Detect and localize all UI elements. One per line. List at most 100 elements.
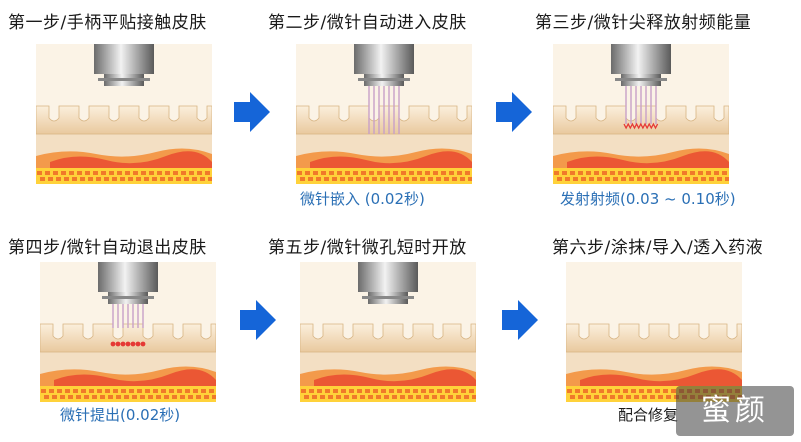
handpiece-body (358, 262, 418, 292)
cell-dot (189, 171, 194, 175)
cell-dot (152, 177, 157, 181)
cell-dot (53, 171, 58, 175)
cell-dot (607, 389, 612, 393)
cell-dot (420, 177, 425, 181)
cell-dot (84, 395, 89, 399)
cell-dot (626, 171, 631, 175)
cell-dot (120, 177, 125, 181)
cell-dot (404, 177, 409, 181)
cell-dot (313, 171, 318, 175)
cell-dot (376, 395, 381, 399)
cell-dot (570, 171, 575, 175)
cell-dot (605, 177, 610, 181)
cell-dot (581, 177, 586, 181)
cell-dot (562, 171, 567, 175)
rf-heat-dot (140, 341, 146, 347)
cell-dot (156, 395, 161, 399)
cell-dot (441, 171, 446, 175)
rf-heat-dot (115, 341, 121, 347)
cell-dot (368, 395, 373, 399)
cell-dot (468, 177, 472, 181)
cell-dot (321, 171, 326, 175)
cell-dot (132, 395, 137, 399)
cell-dot (554, 171, 559, 175)
cell-band (40, 386, 216, 402)
cell-dot (297, 171, 302, 175)
cell-dot (116, 395, 121, 399)
cell-dot (317, 389, 322, 393)
step-3-illustration (553, 44, 729, 184)
cell-dot (345, 171, 350, 175)
cell-dot (663, 389, 668, 393)
cell-dot (557, 177, 562, 181)
cell-dot (424, 395, 429, 399)
cell-dot (677, 177, 682, 181)
cell-dot (690, 171, 695, 175)
handpiece-body (611, 44, 671, 74)
cell-dot (639, 389, 644, 393)
cell-dot (164, 395, 169, 399)
cell-dot (49, 389, 54, 393)
right-arrow-icon (502, 300, 538, 340)
cell-dot (725, 177, 729, 181)
cell-dot (196, 395, 201, 399)
cell-dot (117, 171, 122, 175)
cell-dot (400, 395, 405, 399)
epidermis-layer (300, 323, 476, 353)
cell-dot (432, 395, 437, 399)
cell-dot (408, 395, 413, 399)
cell-dot (666, 171, 671, 175)
cell-dot (105, 389, 110, 393)
cell-dot (349, 389, 354, 393)
cell-dot (341, 389, 346, 393)
cell-dot (108, 395, 113, 399)
cell-dot (352, 395, 357, 399)
fat-layer-red (567, 151, 729, 168)
cell-dot (433, 171, 438, 175)
cell-dot (333, 389, 338, 393)
cell-dot (100, 395, 105, 399)
cell-dot (209, 389, 214, 393)
cell-dot (57, 389, 62, 393)
handpiece-body (354, 44, 414, 74)
cell-dot (631, 389, 636, 393)
cell-dot (337, 171, 342, 175)
cell-dot (180, 395, 185, 399)
cell-band (36, 168, 212, 184)
cell-dot (440, 395, 445, 399)
cell-dot (353, 171, 358, 175)
cell-dot (92, 395, 97, 399)
step-2-title: 第二步/微针自动进入皮肤 (268, 13, 467, 33)
cell-dot (674, 171, 679, 175)
cell-dot (436, 177, 441, 181)
cell-dot (565, 177, 570, 181)
cell-dot (93, 171, 98, 175)
cell-dot (461, 389, 466, 393)
cell-dot (141, 171, 146, 175)
cell-dot (650, 171, 655, 175)
cell-dot (685, 177, 690, 181)
cell-dot (56, 177, 61, 181)
cell-dot (112, 177, 117, 181)
cell-dot (589, 177, 594, 181)
cell-dot (428, 177, 433, 181)
cell-dot (348, 177, 353, 181)
cell-dot (37, 171, 42, 175)
epidermis-layer (40, 323, 216, 353)
cell-dot (693, 177, 698, 181)
cell-dot (148, 395, 153, 399)
cell-dot (184, 177, 189, 181)
cell-dot (113, 389, 118, 393)
cell-dot (388, 177, 393, 181)
cell-dot (714, 171, 719, 175)
cell-dot (185, 389, 190, 393)
cell-dot (360, 395, 365, 399)
cell-dot (373, 389, 378, 393)
cell-dot (618, 171, 623, 175)
cell-dot (64, 177, 69, 181)
cell-dot (452, 177, 457, 181)
cell-dot (201, 389, 206, 393)
cell-dot (169, 389, 174, 393)
cell-dot (642, 395, 647, 399)
watermark-logo: 蜜颜 (676, 386, 794, 436)
